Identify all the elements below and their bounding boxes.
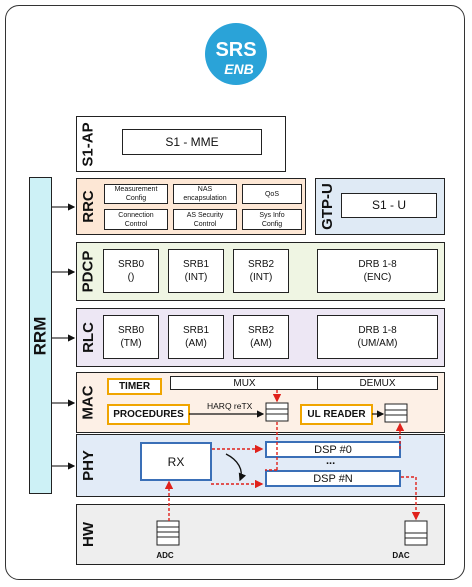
phy-rx: RX xyxy=(140,442,212,481)
rlc-srb1: SRB1(AM) xyxy=(168,315,224,359)
mac-procedures: PROCEDURES xyxy=(107,404,190,425)
pdcp-drb: DRB 1-8(ENC) xyxy=(317,249,438,293)
phy-dspn: DSP #N xyxy=(265,470,401,487)
dac-buffer-icon xyxy=(404,520,428,546)
rx-fanout-arrow xyxy=(225,453,247,482)
pdcp-srb0: SRB0() xyxy=(103,249,159,293)
dac-label: DAC xyxy=(392,551,410,560)
pdcp-layer: PDCP SRB0() SRB1(INT) SRB2(INT) DRB 1-8(… xyxy=(76,242,445,301)
phy-dsp0: DSP #0 xyxy=(265,441,401,458)
rrm-arrows xyxy=(52,203,76,470)
phy-dsp-ellipsis: ... xyxy=(326,455,336,467)
pdcp-srb2: SRB2(INT) xyxy=(233,249,289,293)
adc-label: ADC xyxy=(156,551,174,560)
mac-timer: TIMER xyxy=(107,378,162,395)
srs-enb-logo: SRS ENB xyxy=(205,23,267,85)
gtpu-layer: GTP-U S1 - U xyxy=(315,178,445,235)
hw-layer: HW ADC DAC xyxy=(76,504,445,565)
phy-layer: PHY RX DSP #0 ... DSP #N xyxy=(76,434,445,497)
s1-mme-text: S1 - MME xyxy=(165,134,219,149)
logo-text-enb: ENB xyxy=(224,61,254,77)
rlc-srb2: SRB2(AM) xyxy=(233,315,289,359)
adc-buffer-icon xyxy=(156,520,180,546)
rrm-bar: RRM xyxy=(29,177,52,494)
s1-mme-box: S1 - MME xyxy=(122,129,262,155)
mac-layer: MAC TIMER MUX DEMUX PROCEDURES HARQ reTX… xyxy=(76,372,445,433)
pdcp-srb1: SRB1(INT) xyxy=(168,249,224,293)
mac-ul-reader: UL READER xyxy=(300,404,373,425)
mac-ul-buffer xyxy=(384,403,408,423)
rlc-srb0: SRB0(TM) xyxy=(103,315,159,359)
rlc-drb: DRB 1-8(UM/AM) xyxy=(317,315,438,359)
harq-retx-label: HARQ reTX xyxy=(207,401,253,411)
s1ap-layer: S1-AP S1 - MME xyxy=(76,116,286,172)
s1-u-box: S1 - U xyxy=(341,193,437,218)
s1-u-text: S1 - U xyxy=(371,198,406,212)
rrc-qos: QoS xyxy=(242,184,302,204)
data-path-arrows xyxy=(164,390,421,521)
rlc-layer: RLC SRB0(TM) SRB1(AM) SRB2(AM) DRB 1-8(U… xyxy=(76,308,445,367)
mac-harq-buffer xyxy=(265,402,289,422)
mac-demux: DEMUX xyxy=(317,376,438,390)
logo-text-srs: SRS xyxy=(215,39,256,61)
